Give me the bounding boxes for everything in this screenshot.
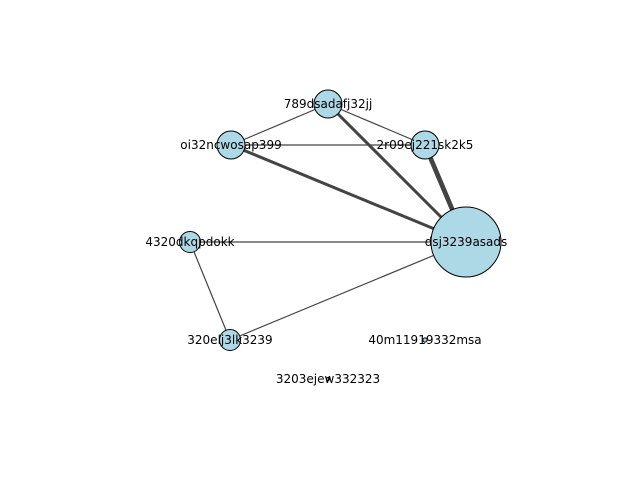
node-n5: 320elj3lk3239 (187, 329, 273, 351)
node-n6: 40m11919332msa (368, 333, 481, 347)
node-circle (430, 206, 502, 278)
node-label: 2r09ej221sk2k5 (377, 138, 474, 152)
node-label: dsj3239asads (425, 235, 508, 249)
node-circle (179, 231, 201, 253)
nodes-layer: 789dsadafj32jj oi32ncwosap399 2r09ej221sk2… (145, 89, 508, 386)
node-label: 40m11919332msa (368, 333, 481, 347)
node-circle (410, 130, 440, 160)
node-circle (422, 337, 428, 343)
node-n1: oi32ncwosap399 (180, 130, 282, 160)
edge-n3-n5 (189, 241, 231, 341)
edge-n1-n4 (229, 143, 468, 244)
node-n7: 3203ejew332323 (276, 372, 380, 386)
edge-n0-n1 (230, 103, 329, 146)
node-circle (219, 329, 241, 351)
node-n2: 2r09ej221sk2k5 (377, 130, 474, 160)
node-label: 789dsadafj32jj (284, 97, 373, 111)
node-circle (326, 377, 330, 381)
node-n4: dsj3239asads (425, 206, 508, 278)
node-label: 320elj3lk3239 (187, 333, 272, 347)
node-n3: 4320dkqpdokk (145, 231, 235, 253)
node-label: 3203ejew332323 (276, 372, 380, 386)
node-label: oi32ncwosap399 (180, 138, 281, 152)
edge-n5-n4 (229, 241, 467, 341)
node-circle (313, 89, 343, 119)
node-label: 4320dkqpdokk (145, 235, 234, 249)
node-circle (216, 130, 246, 160)
edges-layer (189, 102, 469, 341)
node-n0: 789dsadafj32jj (284, 89, 373, 119)
edge-n0-n2 (327, 103, 426, 146)
